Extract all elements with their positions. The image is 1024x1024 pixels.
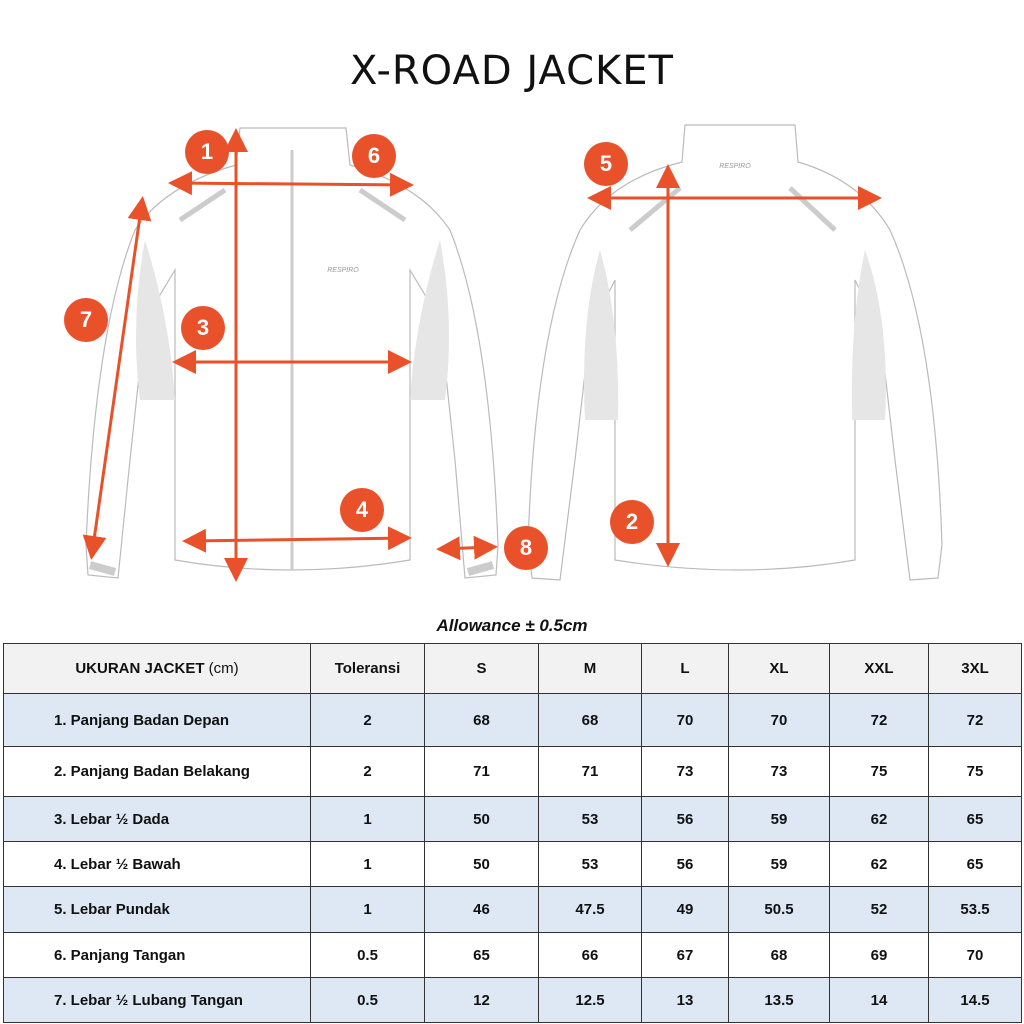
cell-value: 65 — [928, 796, 1022, 842]
header-col: Toleransi — [310, 643, 425, 694]
cell-value: 14 — [829, 977, 929, 1023]
header-col: 3XL — [928, 643, 1022, 694]
row-label: 2. Panjang Badan Belakang — [3, 746, 311, 797]
cell-value: 62 — [829, 841, 929, 887]
cell-value: 49 — [641, 886, 729, 933]
row-label: 6. Panjang Tangan — [3, 932, 311, 978]
cell-value: 68 — [424, 693, 539, 747]
cell-value: 56 — [641, 796, 729, 842]
cell-value: 1 — [310, 886, 425, 933]
table-header: UKURAN JACKET (cm) Toleransi S M L XL XX… — [3, 643, 1022, 694]
row-label: 1. Panjang Badan Depan — [3, 693, 311, 747]
row-label: 5. Lebar Pundak — [3, 886, 311, 933]
marker-7: 7 — [64, 298, 108, 342]
cell-value: 70 — [641, 693, 729, 747]
svg-text:RESPIRO: RESPIRO — [719, 163, 751, 170]
row-label: 3. Lebar ½ Dada — [3, 796, 311, 842]
header-unit: (cm) — [208, 660, 239, 677]
cell-value: 70 — [928, 932, 1022, 978]
cell-value: 13.5 — [728, 977, 830, 1023]
cell-value: 59 — [728, 841, 830, 887]
marker-4: 4 — [340, 488, 384, 532]
cell-value: 70 — [728, 693, 830, 747]
cell-value: 68 — [538, 693, 642, 747]
cell-value: 53.5 — [928, 886, 1022, 933]
jacket-front — [85, 127, 499, 579]
cell-value: 12.5 — [538, 977, 642, 1023]
cell-value: 0.5 — [310, 932, 425, 978]
jacket-back — [527, 124, 943, 581]
cell-value: 1 — [310, 841, 425, 887]
header-size: UKURAN JACKET (cm) — [3, 643, 311, 694]
cell-value: 71 — [538, 746, 642, 797]
cell-value: 62 — [829, 796, 929, 842]
header-col: XL — [728, 643, 830, 694]
marker-5: 5 — [584, 142, 628, 186]
cell-value: 59 — [728, 796, 830, 842]
marker-1: 1 — [185, 130, 229, 174]
cell-value: 65 — [928, 841, 1022, 887]
cell-value: 73 — [641, 746, 729, 797]
cell-value: 53 — [538, 841, 642, 887]
cell-value: 52 — [829, 886, 929, 933]
size-table: UKURAN JACKET (cm) Toleransi S M L XL XX… — [3, 643, 1022, 1023]
marker-8: 8 — [504, 526, 548, 570]
cell-value: 66 — [538, 932, 642, 978]
header-label: UKURAN JACKET — [75, 660, 205, 677]
cell-value: 75 — [928, 746, 1022, 797]
cell-value: 68 — [728, 932, 830, 978]
cell-value: 2 — [310, 746, 425, 797]
cell-value: 50 — [424, 841, 539, 887]
page-title: X-ROAD JACKET — [350, 48, 674, 94]
cell-value: 50.5 — [728, 886, 830, 933]
header-col: S — [424, 643, 539, 694]
row-label: 7. Lebar ½ Lubang Tangan — [3, 977, 311, 1023]
cell-value: 72 — [928, 693, 1022, 747]
marker-6: 6 — [352, 134, 396, 178]
header-col: XXL — [829, 643, 929, 694]
row-label: 4. Lebar ½ Bawah — [3, 841, 311, 887]
jacket-illustration: RESPIRO RESPIRO — [82, 124, 943, 582]
marker-2: 2 — [610, 500, 654, 544]
cell-value: 47.5 — [538, 886, 642, 933]
cell-value: 65 — [424, 932, 539, 978]
allowance-note: Allowance ± 0.5cm — [436, 616, 588, 635]
cell-value: 2 — [310, 693, 425, 747]
cell-value: 1 — [310, 796, 425, 842]
cell-value: 14.5 — [928, 977, 1022, 1023]
cell-value: 67 — [641, 932, 729, 978]
cell-value: 73 — [728, 746, 830, 797]
cell-value: 50 — [424, 796, 539, 842]
cell-value: 69 — [829, 932, 929, 978]
cell-value: 53 — [538, 796, 642, 842]
cell-value: 0.5 — [310, 977, 425, 1023]
cell-value: 13 — [641, 977, 729, 1023]
header-col: L — [641, 643, 729, 694]
cell-value: 71 — [424, 746, 539, 797]
measurement-arrows — [82, 128, 882, 582]
cell-value: 56 — [641, 841, 729, 887]
header-col: M — [538, 643, 642, 694]
cell-value: 12 — [424, 977, 539, 1023]
marker-3: 3 — [181, 306, 225, 350]
cell-value: 75 — [829, 746, 929, 797]
cell-value: 72 — [829, 693, 929, 747]
brand-logo: RESPIRO — [327, 267, 359, 274]
cell-value: 46 — [424, 886, 539, 933]
